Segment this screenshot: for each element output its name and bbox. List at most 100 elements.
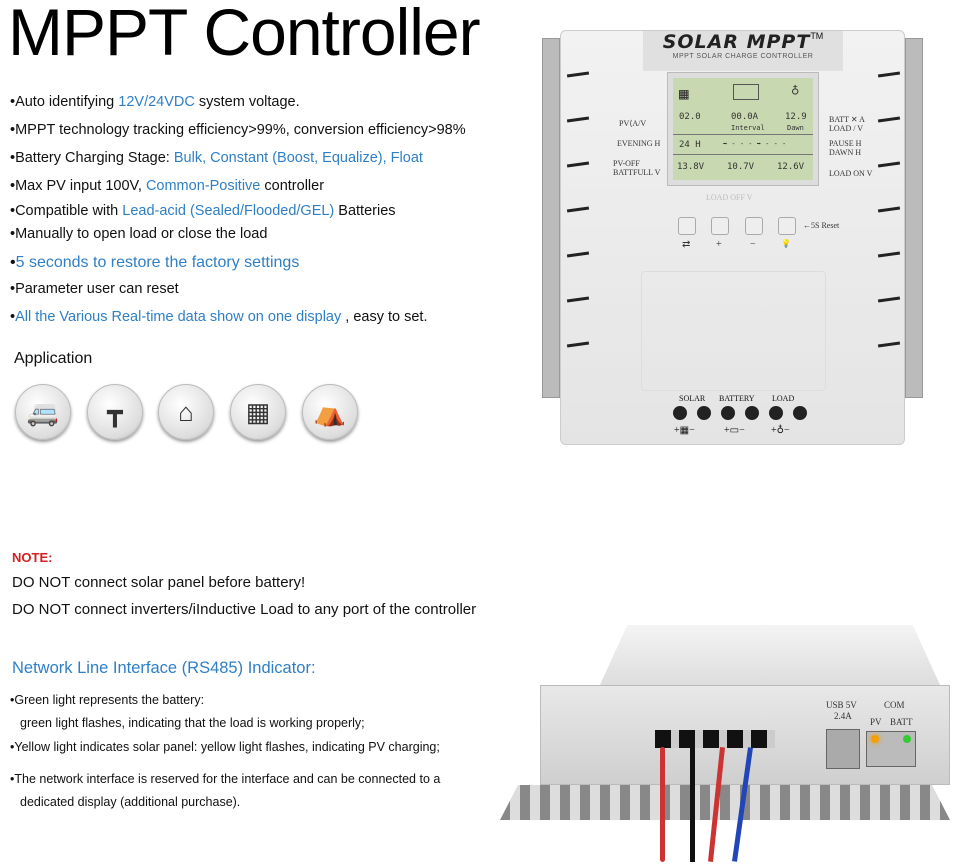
network-line: •Yellow light indicates solar panel: yel…: [10, 740, 440, 754]
note-line: DO NOT connect solar panel before batter…: [12, 574, 306, 591]
feature-text: system voltage.: [194, 94, 300, 110]
reset-label: ←5S Reset: [803, 221, 840, 230]
lcd-display: ▦ ♁ 02.0 00.0A 12.9 Interval Dawn 24 H ➡…: [667, 72, 819, 186]
lcd-load: 12.9: [785, 112, 807, 122]
feature-highlight: All the Various Real-time data show on o…: [15, 309, 342, 325]
terminal: [721, 406, 735, 420]
label-pv: PV: [619, 119, 630, 128]
lcd-dawn: Dawn: [787, 124, 804, 132]
house-icon: ⌂: [158, 384, 214, 440]
lcd-batt: 00.0A: [731, 112, 759, 122]
feature-text: •: [10, 309, 16, 325]
lcd-interval: Interval: [731, 124, 765, 132]
bulb-icon: ♁: [791, 82, 800, 98]
feature-item: •Auto identifying 12V/24VDC system volta…: [10, 94, 300, 110]
brand-subtitle: MPPT SOLAR CHARGE CONTROLLER: [672, 53, 814, 60]
feature-highlight: Bulk, Constant (Boost, Equalize), Float: [173, 150, 423, 166]
lcd-time: 24 H: [679, 140, 701, 150]
note-line: DO NOT connect inverters/iInductive Load…: [12, 601, 477, 618]
brand-name: SOLAR MPPT: [662, 31, 811, 53]
load-polarity: +♁−: [771, 425, 790, 436]
lcd-load-on: 12.6V: [777, 162, 805, 172]
label-pv-off: PV-OFF: [613, 159, 640, 168]
label-pause: PAUSE H: [829, 139, 862, 148]
terminal-label-load: LOAD: [772, 394, 795, 403]
label-dawn: DAWN H: [829, 148, 862, 157]
label-load-on: LOAD ON V: [829, 169, 873, 178]
feature-text: •Parameter user can reset: [10, 281, 179, 297]
feature-text: •Manually to open load or close the load: [10, 226, 268, 242]
feature-item: •Compatible with Lead-acid (Sealed/Flood…: [10, 203, 396, 219]
terminal-label-solar: SOLAR: [679, 394, 706, 403]
application-heading: Application: [14, 350, 93, 367]
solar-panel-icon: ▦: [679, 84, 689, 103]
trademark: TM: [810, 31, 824, 41]
pv-label: PV: [870, 717, 882, 727]
label-v: V: [654, 168, 661, 177]
label-v: V: [640, 119, 647, 128]
lcd-pv-off: 13.8V: [677, 162, 705, 172]
lcd-load-off: 10.7V: [727, 162, 755, 172]
usb-port: [826, 729, 860, 769]
load-off-label: LOAD OFF V: [706, 193, 753, 202]
feature-highlight: Lead-acid (Sealed/Flooded/GEL): [122, 203, 335, 219]
lcd-pv: 02.0: [679, 112, 701, 122]
feature-highlight: 5 seconds to restore the factory setting…: [15, 254, 300, 271]
feature-item: •Battery Charging Stage: Bulk, Constant …: [10, 150, 423, 166]
controller-front-image: SOLAR MPPTTM MPPT SOLAR CHARGE CONTROLLE…: [540, 30, 925, 445]
load-button[interactable]: [778, 217, 796, 235]
street-lamp-icon: ┳: [87, 384, 143, 440]
network-line: green light flashes, indicating that the…: [20, 716, 365, 730]
usb-current: 2.4A: [834, 711, 852, 721]
label-v: V: [857, 124, 864, 133]
label-load: LOAD: [829, 124, 852, 133]
battery-icon: [733, 84, 759, 100]
minus-button[interactable]: [745, 217, 763, 235]
terminal: [745, 406, 759, 420]
usb-label: USB 5V: [826, 700, 857, 710]
minus-icon: −: [750, 239, 756, 250]
feature-text: •MPPT technology tracking efficiency>99%…: [10, 122, 466, 138]
feature-item: •Parameter user can reset: [10, 281, 179, 297]
bulb-icon: 💡: [781, 239, 791, 248]
feature-text: Batteries: [334, 203, 396, 219]
feature-highlight: 12V/24VDC: [118, 94, 195, 110]
network-heading: Network Line Interface (RS485) Indicator…: [12, 659, 316, 677]
feature-item: •Manually to open load or close the load: [10, 226, 267, 242]
terminal-label-battery: BATTERY: [719, 394, 755, 403]
feature-item: •MPPT technology tracking efficiency>99%…: [10, 122, 466, 138]
terminal: [673, 406, 687, 420]
feature-text: •Max PV input 100V,: [10, 178, 146, 194]
rv-icon: 🚐: [15, 384, 71, 440]
solar-panel-icon: ▦: [230, 384, 286, 440]
tent-icon: ⛺: [302, 384, 358, 440]
feature-item: •5 seconds to restore the factory settin…: [10, 254, 299, 272]
mode-icon: ⇄: [682, 239, 691, 250]
pv-indicator-light: [871, 735, 879, 743]
feature-text: •Auto identifying: [10, 94, 119, 110]
feature-text: •: [10, 254, 16, 271]
page-title: MPPT Controller: [8, 0, 481, 69]
battery-polarity: +▭−: [724, 425, 745, 436]
feature-item: •All the Various Real-time data show on …: [10, 309, 428, 325]
batt-indicator-light: [903, 735, 911, 743]
terminal: [769, 406, 783, 420]
feature-highlight: Common-Positive: [145, 178, 261, 194]
plus-icon: +: [716, 239, 722, 250]
solar-polarity: +▦−: [674, 425, 695, 436]
note-label: NOTE:: [12, 550, 53, 565]
terminal: [793, 406, 807, 420]
rs485-port: [866, 731, 916, 767]
label-a: A: [859, 115, 865, 124]
plus-button[interactable]: [711, 217, 729, 235]
network-line: •The network interface is reserved for t…: [10, 772, 441, 786]
brand-plate: SOLAR MPPTTM MPPT SOLAR CHARGE CONTROLLE…: [643, 31, 843, 71]
mode-button[interactable]: [678, 217, 696, 235]
feature-text: •Compatible with: [10, 203, 123, 219]
feature-text: , easy to set.: [341, 309, 428, 325]
label-battfull: BATTFULL: [613, 168, 653, 177]
feature-text: controller: [260, 178, 325, 194]
com-label: COM: [884, 700, 905, 710]
batt-label: BATT: [890, 717, 913, 727]
network-line: dedicated display (additional purchase).: [20, 795, 241, 809]
